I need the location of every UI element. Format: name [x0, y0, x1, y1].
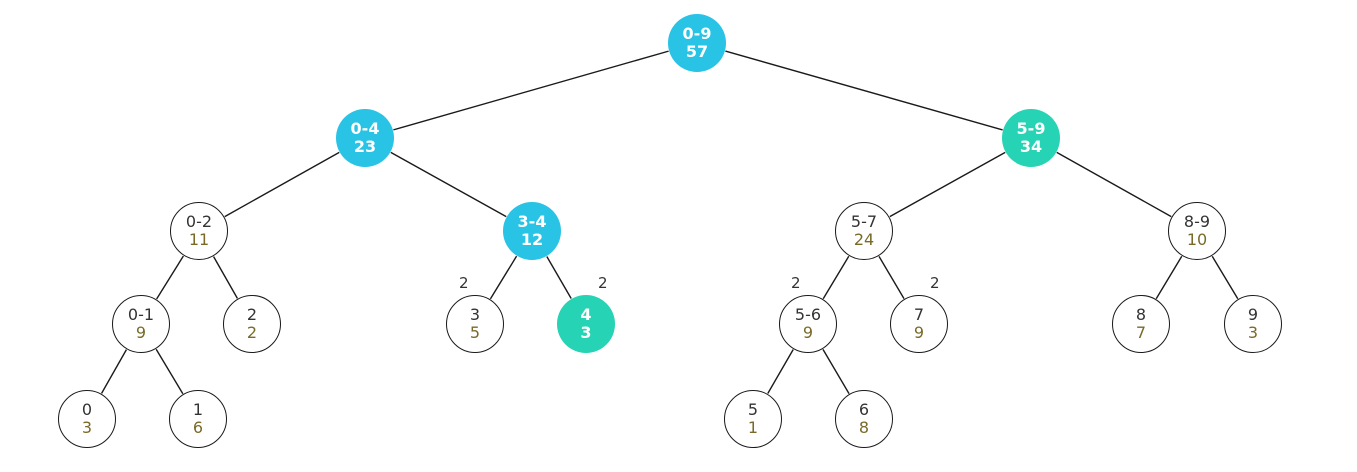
node-value-label: 6 — [192, 418, 204, 437]
tree-edge — [1211, 255, 1239, 300]
node-value-label: 2 — [246, 323, 258, 342]
node-range-label: 5-9 — [1016, 119, 1046, 139]
node-range-label: 9 — [1247, 305, 1259, 325]
node-value-label: 11 — [188, 230, 210, 249]
tree-edge — [155, 348, 184, 395]
node-value-label: 9 — [913, 323, 925, 342]
tree-edge — [100, 349, 128, 394]
node-range-label: 0-1 — [127, 305, 155, 325]
node-value-label: 24 — [853, 230, 875, 249]
node-range-label: 4 — [580, 305, 592, 325]
tree-edge — [393, 50, 669, 131]
node-value-label: 3 — [1247, 323, 1259, 342]
edge-label-lbl_n5_6: 2 — [791, 274, 801, 292]
tree-edge — [725, 50, 1003, 131]
tree-edge — [212, 256, 239, 299]
node-range-label: 0-9 — [682, 24, 712, 44]
tree-edge — [1155, 255, 1183, 300]
node-range-label: 5-6 — [794, 305, 822, 325]
edge-label-lbl_n4: 2 — [598, 274, 608, 292]
tree-edge — [767, 349, 794, 394]
edge-label-lbl_n3: 2 — [459, 274, 469, 292]
node-value-label: 57 — [685, 42, 709, 61]
node-range-label: 1 — [192, 400, 204, 420]
node-value-label: 7 — [1135, 323, 1147, 342]
node-value-label: 34 — [1019, 137, 1043, 156]
tree-edge — [889, 151, 1006, 218]
node-range-label: 0-2 — [185, 212, 213, 232]
node-range-label: 8-9 — [1183, 212, 1211, 232]
node-range-label: 0 — [81, 400, 93, 420]
node-value-label: 9 — [135, 323, 147, 342]
tree-edge — [1056, 151, 1172, 218]
tree-edge — [224, 151, 340, 218]
tree-edge — [546, 256, 572, 299]
node-value-label: 8 — [858, 418, 870, 437]
tree-edge — [822, 255, 850, 300]
node-range-label: 6 — [858, 400, 870, 420]
edge-label-lbl_n7: 2 — [930, 274, 940, 292]
node-range-label: 3 — [469, 305, 481, 325]
tree-edge — [822, 349, 850, 394]
node-range-label: 2 — [246, 305, 258, 325]
node-value-label: 1 — [747, 418, 759, 437]
node-value-label: 3 — [81, 418, 93, 437]
node-value-label: 5 — [469, 323, 481, 342]
node-value-label: 3 — [580, 323, 592, 342]
node-range-label: 7 — [913, 305, 925, 325]
node-range-label: 3-4 — [517, 212, 547, 232]
node-value-label: 9 — [802, 323, 814, 342]
tree-edge — [878, 256, 905, 299]
node-range-label: 0-4 — [350, 119, 380, 139]
node-range-label: 8 — [1135, 305, 1147, 325]
tree-edge — [489, 255, 518, 300]
node-value-label: 10 — [1186, 230, 1208, 249]
tree-edge — [390, 151, 507, 218]
node-range-label: 5 — [747, 400, 759, 420]
node-value-label: 23 — [353, 137, 377, 156]
node-value-label: 12 — [520, 230, 544, 249]
tree-edge — [156, 255, 184, 300]
node-range-label: 5-7 — [850, 212, 878, 232]
